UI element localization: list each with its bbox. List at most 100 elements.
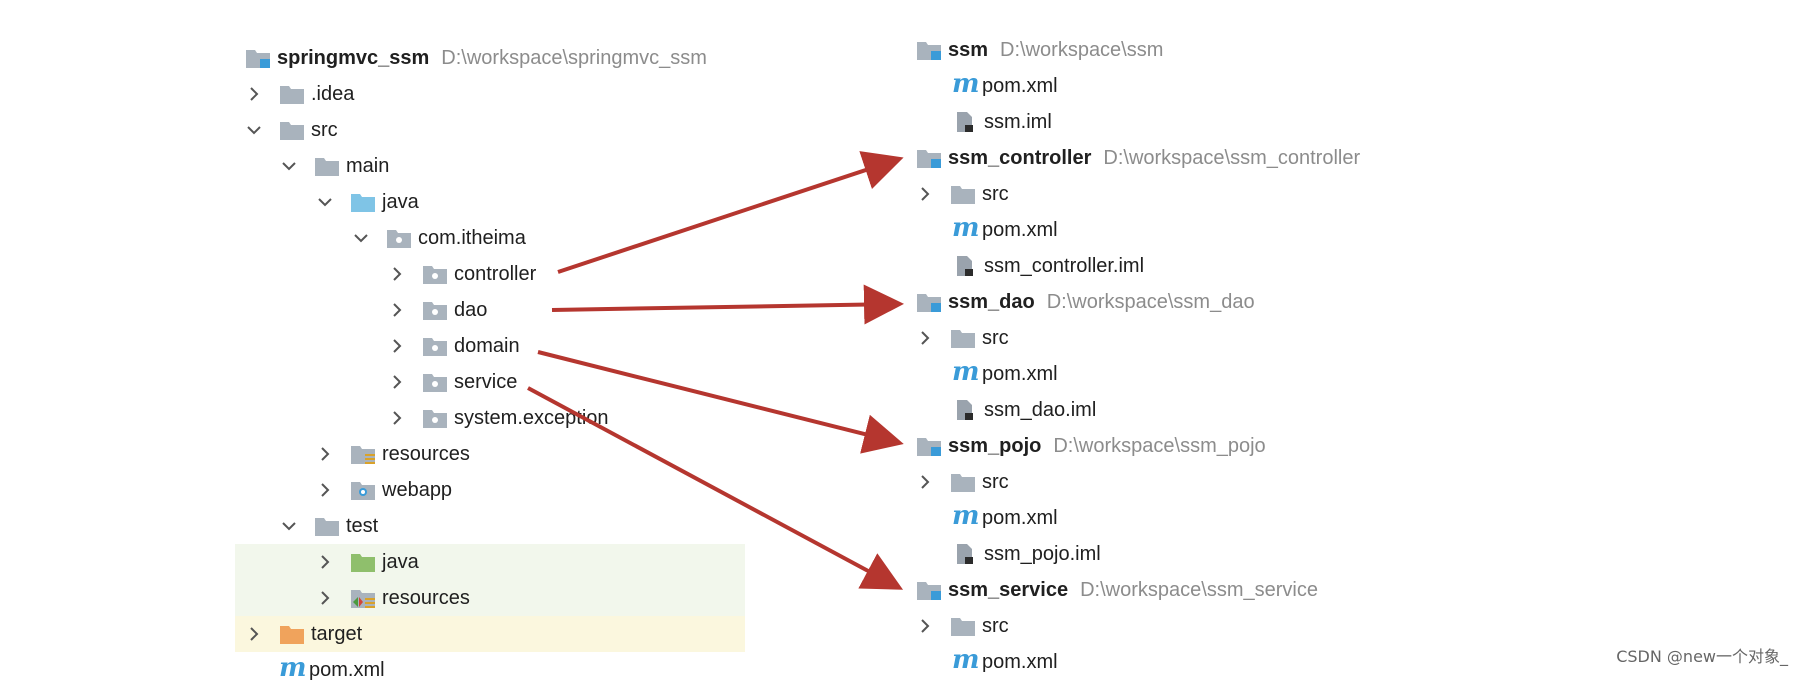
tree-row-src[interactable]: src — [0, 112, 760, 148]
tree-row-target[interactable]: target — [235, 616, 745, 652]
tree-row-pom[interactable]: m pom.xml — [0, 652, 760, 688]
chevron-down-icon[interactable] — [352, 229, 370, 247]
folder-name: resources — [382, 442, 470, 465]
module-name: ssm_pojo — [948, 434, 1042, 457]
tree-row-dao[interactable]: dao — [0, 292, 760, 328]
maven-icon: m — [952, 213, 980, 243]
folder-name: src — [982, 182, 1009, 205]
module-name: ssm_dao — [948, 290, 1035, 313]
folder-icon — [279, 83, 305, 105]
folder-icon — [950, 183, 976, 205]
folder-icon — [314, 515, 340, 537]
folder-row-ssm-service-src[interactable]: src — [900, 608, 1600, 644]
root-module-path: D:\workspace\springmvc_ssm — [441, 46, 707, 69]
package-name: service — [454, 370, 518, 393]
package-name: dao — [454, 298, 488, 321]
iml-file-icon — [952, 543, 978, 565]
chevron-right-icon[interactable] — [316, 481, 334, 499]
file-row-ssm-controller-iml[interactable]: ssm_controller.iml — [900, 248, 1600, 284]
chevron-right-icon[interactable] — [388, 301, 406, 319]
file-row-ssm-pojo-iml[interactable]: ssm_pojo.iml — [900, 536, 1600, 572]
maven-icon: m — [952, 645, 980, 675]
module-row-ssm-controller[interactable]: ssm_controller D:\workspace\ssm_controll… — [900, 140, 1600, 176]
module-path: D:\workspace\ssm_service — [1080, 578, 1318, 601]
chevron-right-icon[interactable] — [316, 589, 334, 607]
chevron-right-icon[interactable] — [388, 409, 406, 427]
tree-row-domain[interactable]: domain — [0, 328, 760, 364]
folder-name: src — [982, 614, 1009, 637]
file-row-ssm-service-pom[interactable]: m pom.xml — [900, 644, 1600, 680]
chevron-right-icon[interactable] — [916, 185, 934, 203]
chevron-right-icon[interactable] — [316, 445, 334, 463]
module-icon — [916, 579, 942, 601]
module-row-ssm-pojo[interactable]: ssm_pojo D:\workspace\ssm_pojo — [900, 428, 1600, 464]
module-row-ssm[interactable]: ssm D:\workspace\ssm — [900, 32, 1600, 68]
tree-row-test[interactable]: test — [0, 508, 760, 544]
chevron-down-icon[interactable] — [280, 157, 298, 175]
folder-name: webapp — [382, 478, 453, 501]
file-name: ssm.iml — [984, 110, 1052, 133]
chevron-right-icon[interactable] — [916, 617, 934, 635]
file-row-ssm-pom[interactable]: m pom.xml — [900, 68, 1600, 104]
module-row-ssm-dao[interactable]: ssm_dao D:\workspace\ssm_dao — [900, 284, 1600, 320]
file-name: pom.xml — [982, 650, 1058, 673]
chevron-right-icon[interactable] — [245, 85, 263, 103]
chevron-right-icon[interactable] — [388, 337, 406, 355]
folder-row-ssm-controller-src[interactable]: src — [900, 176, 1600, 212]
tree-row-idea[interactable]: .idea — [0, 76, 760, 112]
file-row-ssm-dao-pom[interactable]: m pom.xml — [900, 356, 1600, 392]
file-name: ssm_pojo.iml — [984, 542, 1101, 565]
package-icon — [422, 263, 448, 285]
package-name: domain — [454, 334, 520, 357]
folder-icon — [950, 327, 976, 349]
tree-row-package[interactable]: com.itheima — [0, 220, 760, 256]
chevron-right-icon[interactable] — [916, 329, 934, 347]
webapp-folder-icon — [350, 479, 376, 501]
module-icon — [916, 39, 942, 61]
file-row-ssm-pojo-pom[interactable]: m pom.xml — [900, 500, 1600, 536]
chevron-down-icon[interactable] — [245, 121, 263, 139]
iml-file-icon — [952, 111, 978, 133]
tree-row-main[interactable]: main — [0, 148, 760, 184]
file-row-ssm-dao-iml[interactable]: ssm_dao.iml — [900, 392, 1600, 428]
tree-row-service[interactable]: service — [0, 364, 760, 400]
tree-row-system-exception[interactable]: system.exception — [0, 400, 760, 436]
chevron-right-icon[interactable] — [316, 553, 334, 571]
chevron-right-icon[interactable] — [245, 625, 263, 643]
right-module-tree: ssm D:\workspace\ssm m pom.xml ssm.iml s… — [900, 0, 1600, 681]
tree-row-root[interactable]: springmvc_ssm D:\workspace\springmvc_ssm — [0, 40, 760, 76]
module-name: ssm — [948, 38, 989, 61]
module-row-ssm-service[interactable]: ssm_service D:\workspace\ssm_service — [900, 572, 1600, 608]
module-path: D:\workspace\ssm_dao — [1046, 290, 1255, 313]
csdn-watermark: CSDN @new一个对象_ — [1616, 647, 1788, 666]
iml-file-icon — [952, 255, 978, 277]
module-name: ssm_controller — [948, 146, 1092, 169]
file-row-ssm-iml[interactable]: ssm.iml — [900, 104, 1600, 140]
target-folder-icon — [279, 623, 305, 645]
file-row-ssm-controller-pom[interactable]: m pom.xml — [900, 212, 1600, 248]
folder-row-ssm-dao-src[interactable]: src — [900, 320, 1600, 356]
file-name: pom.xml — [982, 218, 1058, 241]
root-module-name: springmvc_ssm — [277, 46, 430, 69]
package-icon — [386, 227, 412, 249]
chevron-down-icon[interactable] — [280, 517, 298, 535]
module-path: D:\workspace\ssm_pojo — [1053, 434, 1266, 457]
chevron-right-icon[interactable] — [916, 473, 934, 491]
package-name: controller — [454, 262, 537, 285]
tree-row-java[interactable]: java — [0, 184, 760, 220]
folder-icon — [950, 615, 976, 637]
tree-row-test-java[interactable]: java — [235, 544, 745, 580]
chevron-down-icon[interactable] — [316, 193, 334, 211]
tree-row-webapp[interactable]: webapp — [0, 472, 760, 508]
module-path: D:\workspace\ssm_controller — [1103, 146, 1361, 169]
tree-row-controller[interactable]: controller — [0, 256, 760, 292]
chevron-right-icon[interactable] — [388, 265, 406, 283]
folder-name: java — [382, 190, 419, 213]
tree-row-resources[interactable]: resources — [0, 436, 760, 472]
chevron-right-icon[interactable] — [388, 373, 406, 391]
file-name: pom.xml — [982, 362, 1058, 385]
tree-row-test-resources[interactable]: resources — [235, 580, 745, 616]
maven-icon: m — [279, 653, 307, 683]
package-name: com.itheima — [418, 226, 526, 249]
folder-row-ssm-pojo-src[interactable]: src — [900, 464, 1600, 500]
